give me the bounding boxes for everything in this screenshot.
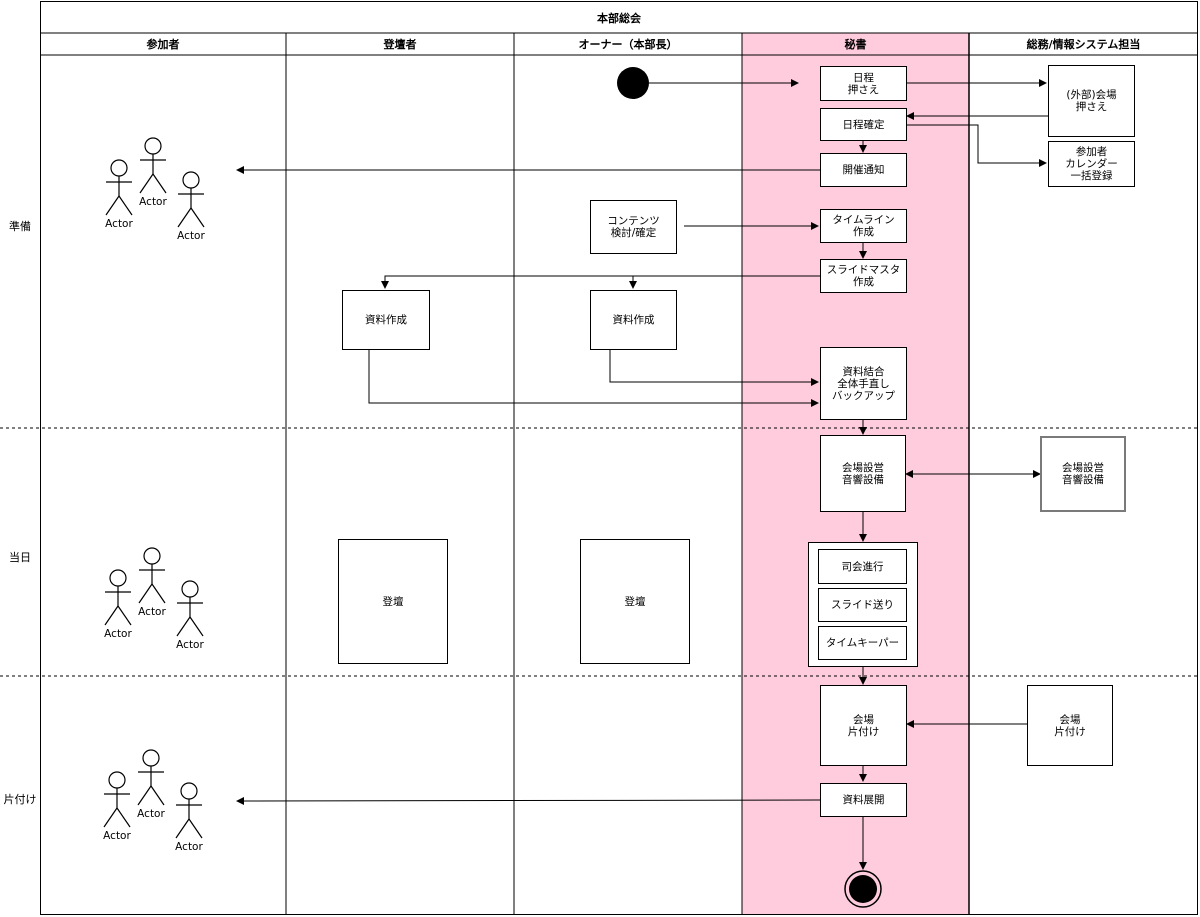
actor-label: Actor — [175, 841, 203, 853]
node-content-review: コンテンツ 検討/確定 — [590, 200, 677, 254]
actor-label: Actor — [177, 230, 205, 242]
actor-label: Actor — [138, 606, 166, 618]
end-node-ring — [844, 870, 882, 908]
phase-label-prep: 準備 — [9, 220, 31, 233]
node-materials-share: 資料展開 — [820, 783, 907, 817]
end-node — [849, 875, 877, 903]
node-owner-present: 登壇 — [580, 539, 690, 664]
node-slide-master: スライドマスタ 作成 — [820, 259, 907, 293]
node-speaker-materials: 資料作成 — [342, 290, 430, 350]
edge-confirm-to-calendar — [907, 124, 1047, 167]
edge-owner-to-merge — [609, 350, 819, 386]
node-schedule-confirm: 日程確定 — [820, 108, 907, 141]
node-slide-advance: スライド送り — [818, 588, 907, 622]
lane-header-admin: 総務/情報システム担当 — [1026, 38, 1141, 51]
node-venue-hold: (外部)会場 押さえ — [1048, 65, 1135, 137]
node-owner-materials: 資料作成 — [590, 290, 677, 350]
actor-label: Actor — [176, 639, 204, 651]
node-venue-setup-secretary: 会場設営 音響設備 — [820, 435, 906, 512]
actor-label: Actor — [139, 196, 167, 208]
actor-figure — [176, 580, 204, 637]
lane-header-secretary: 秘書 — [844, 38, 867, 51]
node-schedule-hold: 日程 押さえ — [820, 66, 907, 101]
node-calendar-register: 参加者 カレンダー 一括登録 — [1048, 141, 1135, 187]
actor-figure — [105, 159, 133, 216]
actor-label: Actor — [104, 628, 132, 640]
phase-label-cleanup: 片付け — [3, 793, 37, 806]
node-merge-materials: 資料結合 全体手直し バックアップ — [820, 347, 907, 420]
pool-title: 本部総会 — [597, 11, 641, 25]
node-mc: 司会進行 — [818, 549, 907, 584]
edge-speaker-to-merge — [368, 350, 819, 407]
lane-header-owner: オーナー（本部長） — [578, 38, 678, 51]
actor-figure — [103, 771, 131, 828]
node-timeline: タイムライン 作成 — [820, 209, 907, 243]
actor-label: Actor — [105, 218, 133, 230]
node-speaker-present: 登壇 — [338, 539, 448, 664]
actor-figure — [139, 137, 167, 194]
node-cleanup-admin: 会場 片付け — [1027, 685, 1113, 766]
actor-figure — [177, 171, 205, 228]
edge-share-to-participants — [236, 796, 821, 805]
node-cleanup-secretary: 会場 片付け — [820, 685, 907, 766]
node-timekeeper: タイムキーパー — [818, 626, 907, 660]
pool-frame — [40, 1, 1198, 915]
actor-figure — [137, 749, 165, 806]
actor-figure — [104, 569, 132, 626]
actor-figure — [175, 782, 203, 839]
phase-label-event: 当日 — [9, 551, 31, 564]
actor-figure — [138, 547, 166, 604]
start-node — [617, 67, 649, 99]
actor-label: Actor — [137, 808, 165, 820]
actor-label: Actor — [103, 830, 131, 842]
lane-header-speaker: 登壇者 — [383, 38, 417, 51]
lane-header-participants: 参加者 — [146, 38, 180, 51]
node-notice: 開催通知 — [820, 153, 907, 187]
edge-master-to-speaker — [381, 275, 820, 289]
node-venue-setup-admin: 会場設営 音響設備 — [1040, 436, 1126, 512]
